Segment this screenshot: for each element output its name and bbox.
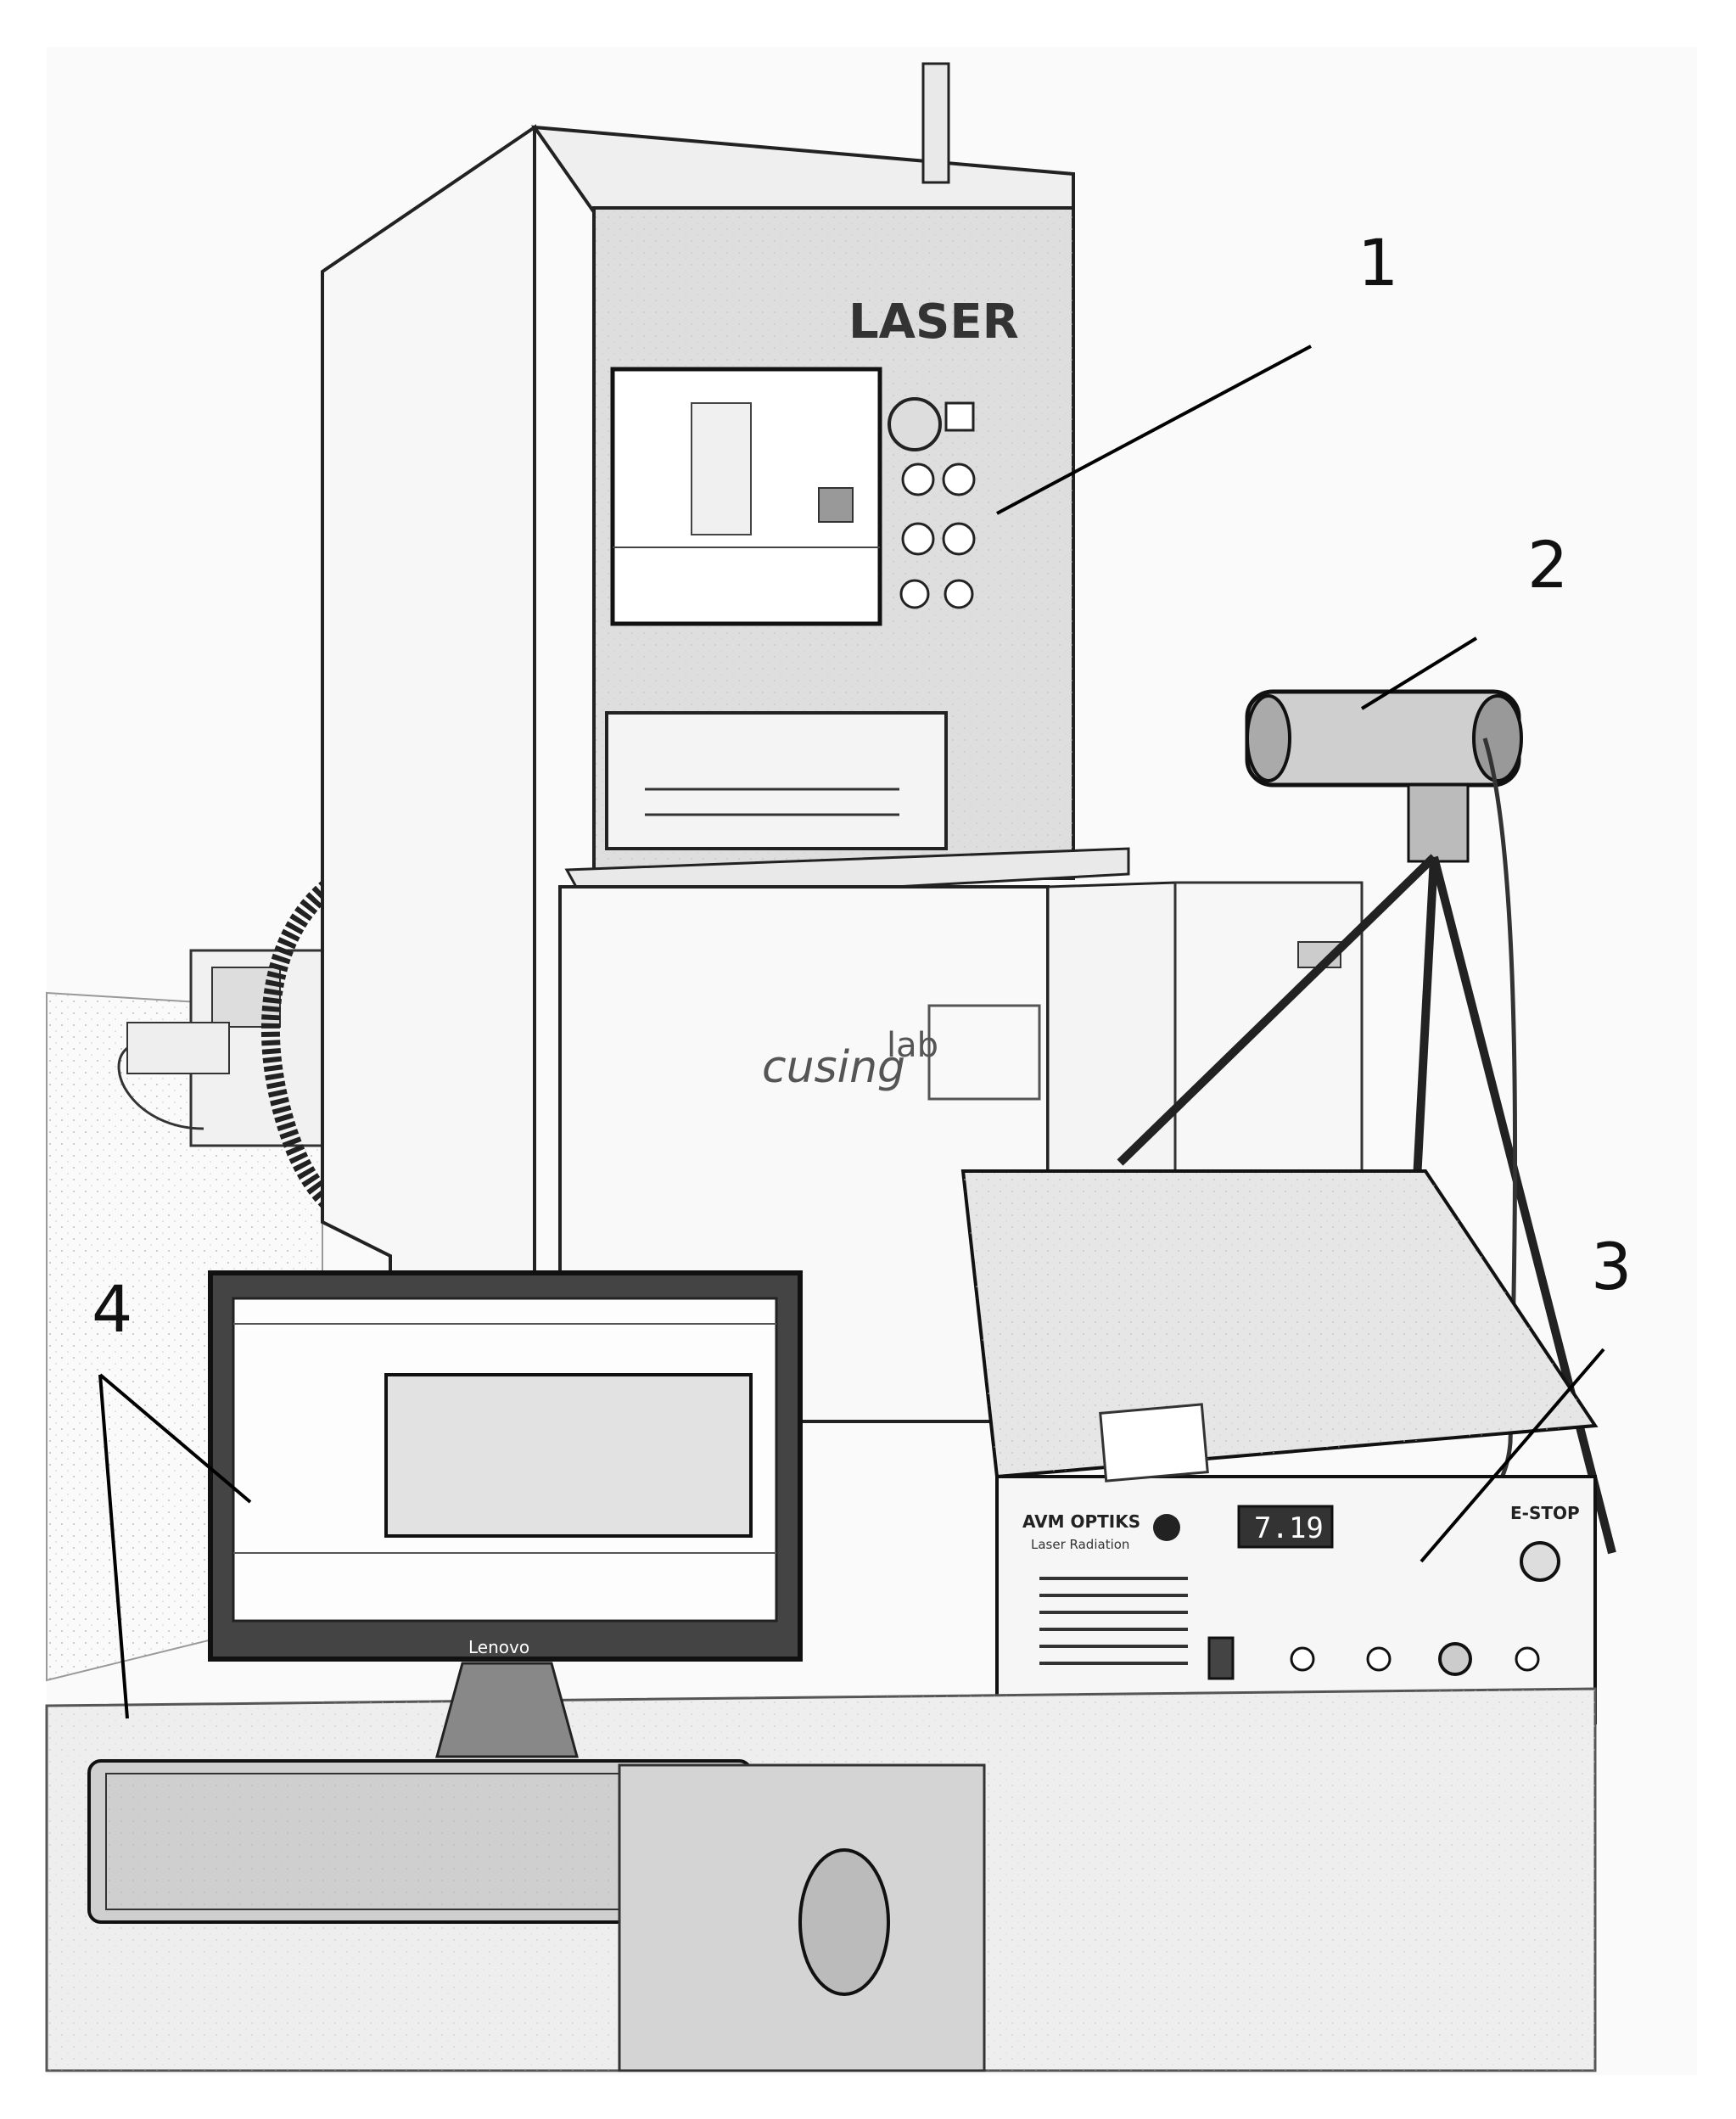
laser-display-value: 7.19 bbox=[1254, 1511, 1324, 1545]
machine-logo-lab: lab bbox=[887, 1026, 938, 1065]
laser-vent-grille bbox=[1039, 1577, 1188, 1665]
laser-subtitle-label: Laser Radiation bbox=[1031, 1537, 1129, 1552]
laser-maker-label: AVM OPTIKS bbox=[1022, 1511, 1140, 1532]
estop-label: E-STOP bbox=[1510, 1503, 1580, 1523]
machine-logo-word: cusing bbox=[762, 1042, 905, 1093]
laser-display bbox=[1237, 1505, 1334, 1549]
build-chamber-window bbox=[605, 711, 948, 850]
monitor-brand: Lenovo bbox=[468, 1637, 529, 1657]
callout-1: 1 bbox=[1358, 225, 1399, 300]
mouse bbox=[798, 1848, 890, 1996]
computer-monitor: Lenovo bbox=[208, 1270, 803, 1758]
callout-leader-lines bbox=[98, 345, 1605, 1719]
callout-2: 2 bbox=[1527, 527, 1569, 603]
callout-4: 4 bbox=[92, 1271, 133, 1347]
laser-text: LASER bbox=[848, 294, 1019, 350]
laser-melting-machine: LASER cusing lab bbox=[321, 62, 1177, 1423]
estop-button bbox=[1520, 1541, 1560, 1582]
pyrometer-on-tripod bbox=[1117, 689, 1616, 1615]
machine-control-panel bbox=[888, 397, 976, 609]
callout-3: 3 bbox=[1591, 1229, 1632, 1304]
laser-unit: AVM OPTIKS Laser Radiation 7.19 E-STOP bbox=[960, 1169, 1599, 1724]
